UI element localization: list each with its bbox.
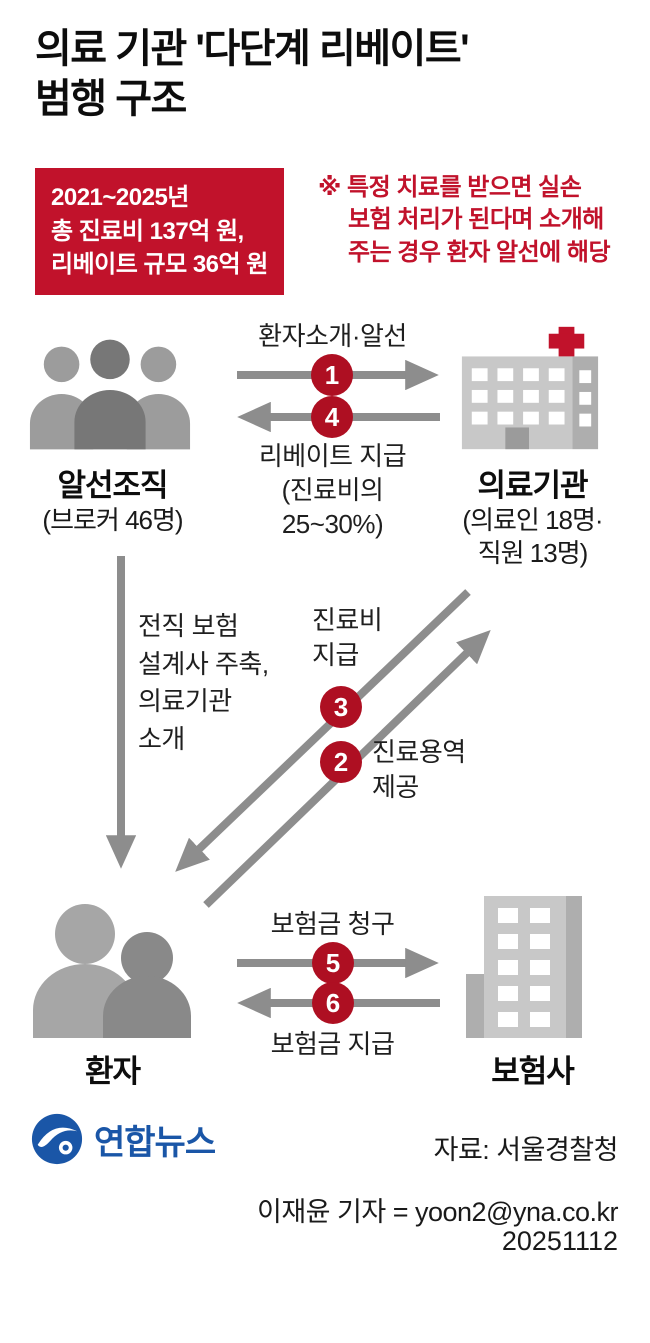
step-number-6: 6: [325, 987, 341, 1018]
yonhap-logo-icon: [31, 1113, 83, 1165]
flow4-label-line-2: (진료비의: [281, 474, 384, 505]
flow4-label-line-3: 25~30%): [281, 508, 384, 539]
broker-group-icon: [29, 339, 191, 450]
hospital-label: 의료기관: [477, 468, 588, 503]
yonhap-logo: 연합뉴스: [30, 1112, 216, 1166]
flow6-label: 보험금 지급: [270, 1029, 395, 1059]
flow3-label-line-2: 지급: [312, 640, 359, 671]
source-credit: 자료: 서울경찰청: [433, 1135, 619, 1165]
yonhap-logo-text: 연합뉴스: [94, 1123, 216, 1162]
note-line-3: 주는 경우 환자 알선에 해당: [348, 238, 611, 266]
step-number-5: 5: [325, 947, 341, 978]
flow5-label: 보험금 청구: [270, 909, 395, 939]
patients-icon: [33, 904, 191, 1038]
stat-line-1: 2021~2025년: [51, 184, 189, 211]
page-title: 의료 기관 '다단계 리베이트' 범행 구조: [35, 24, 470, 124]
step-circle-5: 5: [312, 942, 354, 984]
broker-label: 알선조직: [57, 468, 168, 503]
reporter-byline: 이재윤 기자 = yoon2@yna.co.kr: [257, 1197, 619, 1227]
flow2-label-line-2: 제공: [372, 772, 419, 803]
step-number-4: 4: [324, 401, 340, 432]
hospital-sublabel-1: (의료인 18명·: [462, 505, 603, 535]
flow2-label-line-1: 진료용역: [372, 737, 466, 767]
title-line-1: 의료 기관 '다단계 리베이트': [35, 27, 470, 71]
step-circle-4: 4: [311, 396, 353, 438]
step-number-1: 1: [324, 359, 340, 390]
stat-line-3: 리베이트 규모 36억 원: [51, 251, 268, 279]
broker-patient-line-4: 소개: [138, 724, 185, 755]
insurer-label: 보험사: [491, 1054, 575, 1089]
step-circle-2: 2: [320, 741, 362, 783]
step-number-3: 3: [333, 691, 349, 722]
broker-patient-line-3: 의료기관: [138, 686, 232, 717]
hospital-building-icon: [461, 326, 599, 450]
hospital-sublabel-2: 직원 13명): [477, 538, 589, 568]
flow4-label-line-1: 리베이트 지급: [258, 441, 407, 471]
flow4-label: 리베이트 지급 (진료비의 25~30%): [225, 440, 440, 541]
step-circle-3: 3: [320, 686, 362, 728]
note-text: ※ 특정 치료를 받으면 실손 보험 처리가 된다며 소개해 주는 경우 환자 …: [318, 172, 611, 269]
note-line-1: ※ 특정 치료를 받으면 실손: [318, 174, 582, 201]
flow1-label: 환자소개·알선: [258, 321, 407, 351]
flow3-label-line-1: 진료비: [312, 605, 383, 635]
step-circle-6: 6: [312, 982, 354, 1024]
broker-patient-line-1: 전직 보험: [138, 611, 239, 641]
flow2-label: 진료용역 제공: [372, 735, 466, 805]
step-circle-1: 1: [311, 354, 353, 396]
broker-sublabel: (브로커 46명): [42, 505, 183, 535]
broker-patient-line-2: 설계사 주축,: [138, 648, 269, 679]
step-number-2: 2: [333, 746, 349, 777]
insurer-building-icon: [466, 896, 582, 1038]
patient-label: 환자: [84, 1054, 141, 1089]
publish-date: 20251112: [501, 1226, 618, 1256]
stat-box: 2021~2025년 총 진료비 137억 원, 리베이트 규모 36억 원: [35, 168, 284, 295]
stat-line-2: 총 진료비 137억 원,: [51, 217, 244, 245]
broker-patient-label: 전직 보험 설계사 주축, 의료기관 소개: [138, 608, 269, 759]
title-line-2: 범행 구조: [35, 77, 187, 121]
note-line-2: 보험 처리가 된다며 소개해: [348, 206, 604, 234]
flow3-label: 진료비 지급: [312, 603, 383, 673]
